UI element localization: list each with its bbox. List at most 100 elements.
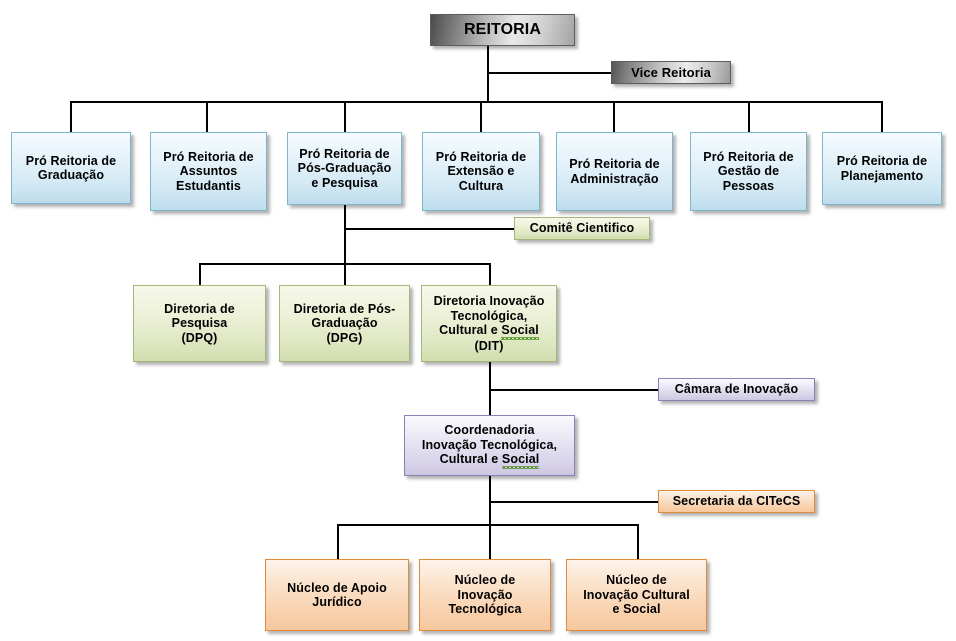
connector-coordenadoria-trunk (489, 476, 491, 524)
connector-nucleos-bus (337, 524, 637, 526)
line-1: Pró Reitoria de (435, 149, 527, 164)
connector-drop-pr2 (206, 101, 208, 132)
line-1: Núcleo de Apoio (287, 580, 387, 595)
line-2: Extensão e (447, 164, 515, 179)
line-3a: Cultural e (439, 452, 502, 467)
line-2: Administração (570, 171, 659, 186)
connector-drop-pr5 (613, 101, 615, 132)
line-3: Tecnológica (448, 602, 522, 617)
line-2: Assuntos (179, 164, 238, 179)
node-diretoria-pos-graduacao-label: Diretoria de Pós- Graduação (DPG) (280, 302, 409, 346)
line-3: Cultura (458, 178, 504, 193)
connector-vice-reitoria (487, 72, 611, 74)
node-reitoria[interactable]: REITORIA (430, 14, 575, 46)
line-3a: Cultural e (439, 323, 502, 337)
line-2: Graduação (311, 316, 378, 331)
line-2: Planejamento (840, 168, 924, 183)
spellcheck-underline-social: Social (501, 452, 540, 469)
line-1: Pró Reitoria de (569, 157, 660, 171)
line-2: Graduação (37, 168, 105, 182)
line-3: (DPG) (326, 330, 363, 345)
node-pr-administracao[interactable]: Pró Reitoria de Administração (556, 132, 673, 211)
line-1: Núcleo de (454, 573, 516, 588)
connector-drop-pr3 (344, 101, 346, 132)
node-pr-graduacao-label: Pró Reitoria de Graduação (12, 154, 130, 183)
node-nucleo-inovacao-cultural-social-label: Núcleo de Inovação Cultural e Social (567, 573, 706, 617)
line-2: Gestão de (717, 164, 780, 179)
node-comite-cientifico[interactable]: Comitê Cientifico (514, 217, 650, 240)
line-3: (DPQ) (181, 330, 218, 345)
line-2: Inovação Tecnológica, (421, 437, 558, 452)
node-nucleo-inovacao-tecnologica[interactable]: Núcleo de Inovação Tecnológica (419, 559, 551, 631)
connector-camara-inovacao (489, 389, 658, 391)
line-3: Estudantis (176, 178, 241, 193)
node-coordenadoria-citecs-label: Coordenadoria Inovação Tecnológica, Cult… (405, 423, 574, 469)
connector-drop-nucleo2 (489, 524, 491, 559)
line-1: Diretoria Inovação (433, 294, 545, 308)
connector-drop-pr4 (480, 101, 482, 132)
connector-comite-cientifico (344, 228, 514, 230)
node-pr-assuntos-estudantis[interactable]: Pró Reitoria de Assuntos Estudantis (150, 132, 267, 211)
node-pr-graduacao[interactable]: Pró Reitoria de Graduação (11, 132, 131, 204)
connector-drop-dit (489, 263, 491, 285)
node-vice-reitoria[interactable]: Vice Reitoria (611, 61, 731, 84)
line-3: Pessoas (722, 178, 775, 193)
node-nucleo-apoio-juridico[interactable]: Núcleo de Apoio Jurídico (265, 559, 409, 631)
line-1: Diretoria de (164, 301, 235, 316)
node-pr-pos-graduacao-pesquisa[interactable]: Pró Reitoria de Pós-Graduação e Pesquisa (287, 132, 402, 205)
line-3: e Pesquisa (311, 175, 378, 190)
node-diretoria-inovacao-dit[interactable]: Diretoria Inovação Tecnológica, Cultural… (421, 285, 557, 362)
node-pr-extensao-cultura[interactable]: Pró Reitoria de Extensão e Cultura (422, 132, 540, 211)
line-1: Pró Reitoria de (163, 149, 254, 164)
node-vice-reitoria-label: Vice Reitoria (631, 64, 711, 80)
connector-drop-dpq (199, 263, 201, 285)
line-1: Diretoria de Pós- (293, 301, 396, 316)
node-pr-gestao-pessoas-label: Pró Reitoria de Gestão de Pessoas (691, 150, 806, 194)
node-diretoria-inovacao-dit-label: Diretoria Inovação Tecnológica, Cultural… (422, 294, 556, 353)
node-diretoria-pos-graduacao[interactable]: Diretoria de Pós- Graduação (DPG) (279, 285, 410, 362)
node-coordenadoria-citecs[interactable]: Coordenadoria Inovação Tecnológica, Cult… (404, 415, 575, 476)
line-3: e Social (612, 602, 661, 617)
line-2: Jurídico (312, 595, 362, 609)
node-secretaria-citecs[interactable]: Secretaria da CITeCS (658, 490, 815, 513)
line-2: Pós-Graduação (297, 161, 392, 176)
node-nucleo-apoio-juridico-label: Núcleo de Apoio Jurídico (266, 581, 408, 610)
node-pr-gestao-pessoas[interactable]: Pró Reitoria de Gestão de Pessoas (690, 132, 807, 211)
node-pr-pos-graduacao-pesquisa-label: Pró Reitoria de Pós-Graduação e Pesquisa (288, 147, 401, 191)
connector-dit-trunk (489, 362, 491, 415)
node-diretoria-pesquisa-label: Diretoria de Pesquisa (DPQ) (134, 302, 265, 346)
connector-drop-nucleo3 (637, 524, 639, 559)
line-1: Coordenadoria (444, 423, 535, 438)
connector-drop-dpg (344, 263, 346, 285)
line-1: Núcleo de (606, 573, 667, 588)
connector-secretaria-citecs (489, 501, 658, 503)
connector-pro-reitorias-bus (70, 101, 882, 103)
line-2: Pesquisa (171, 316, 228, 331)
node-pr-administracao-label: Pró Reitoria de Administração (557, 157, 672, 186)
node-pr-planejamento[interactable]: Pró Reitoria de Planejamento (822, 132, 942, 205)
connector-drop-pr1 (70, 101, 72, 132)
node-nucleo-inovacao-cultural-social[interactable]: Núcleo de Inovação Cultural e Social (566, 559, 707, 631)
line-2: Tecnológica, (450, 308, 528, 323)
node-secretaria-citecs-label: Secretaria da CITeCS (672, 494, 801, 509)
connector-pos-graduacao-trunk (344, 205, 346, 285)
connector-reitoria-trunk (487, 46, 489, 102)
node-reitoria-label: REITORIA (464, 20, 541, 38)
line-4: (DIT) (474, 338, 504, 353)
connector-drop-pr7 (881, 101, 883, 132)
line-1: Pró Reitoria de (703, 149, 794, 164)
line-2: Inovação Cultural (583, 587, 690, 602)
connector-drop-pr6 (748, 101, 750, 132)
node-nucleo-inovacao-tecnologica-label: Núcleo de Inovação Tecnológica (420, 573, 550, 617)
connector-drop-nucleo1 (337, 524, 339, 559)
node-pr-assuntos-estudantis-label: Pró Reitoria de Assuntos Estudantis (151, 150, 266, 194)
node-diretoria-pesquisa[interactable]: Diretoria de Pesquisa (DPQ) (133, 285, 266, 362)
spellcheck-underline-social: Social (501, 323, 540, 339)
line-1: Pró Reitoria de (299, 146, 390, 161)
node-camara-inovacao[interactable]: Câmara de Inovação (658, 378, 815, 401)
line-1: Pró Reitoria de (25, 153, 117, 168)
node-comite-cientifico-label: Comitê Cientifico (529, 221, 635, 236)
node-pr-planejamento-label: Pró Reitoria de Planejamento (823, 154, 941, 183)
line-1: Pró Reitoria de (836, 154, 928, 168)
